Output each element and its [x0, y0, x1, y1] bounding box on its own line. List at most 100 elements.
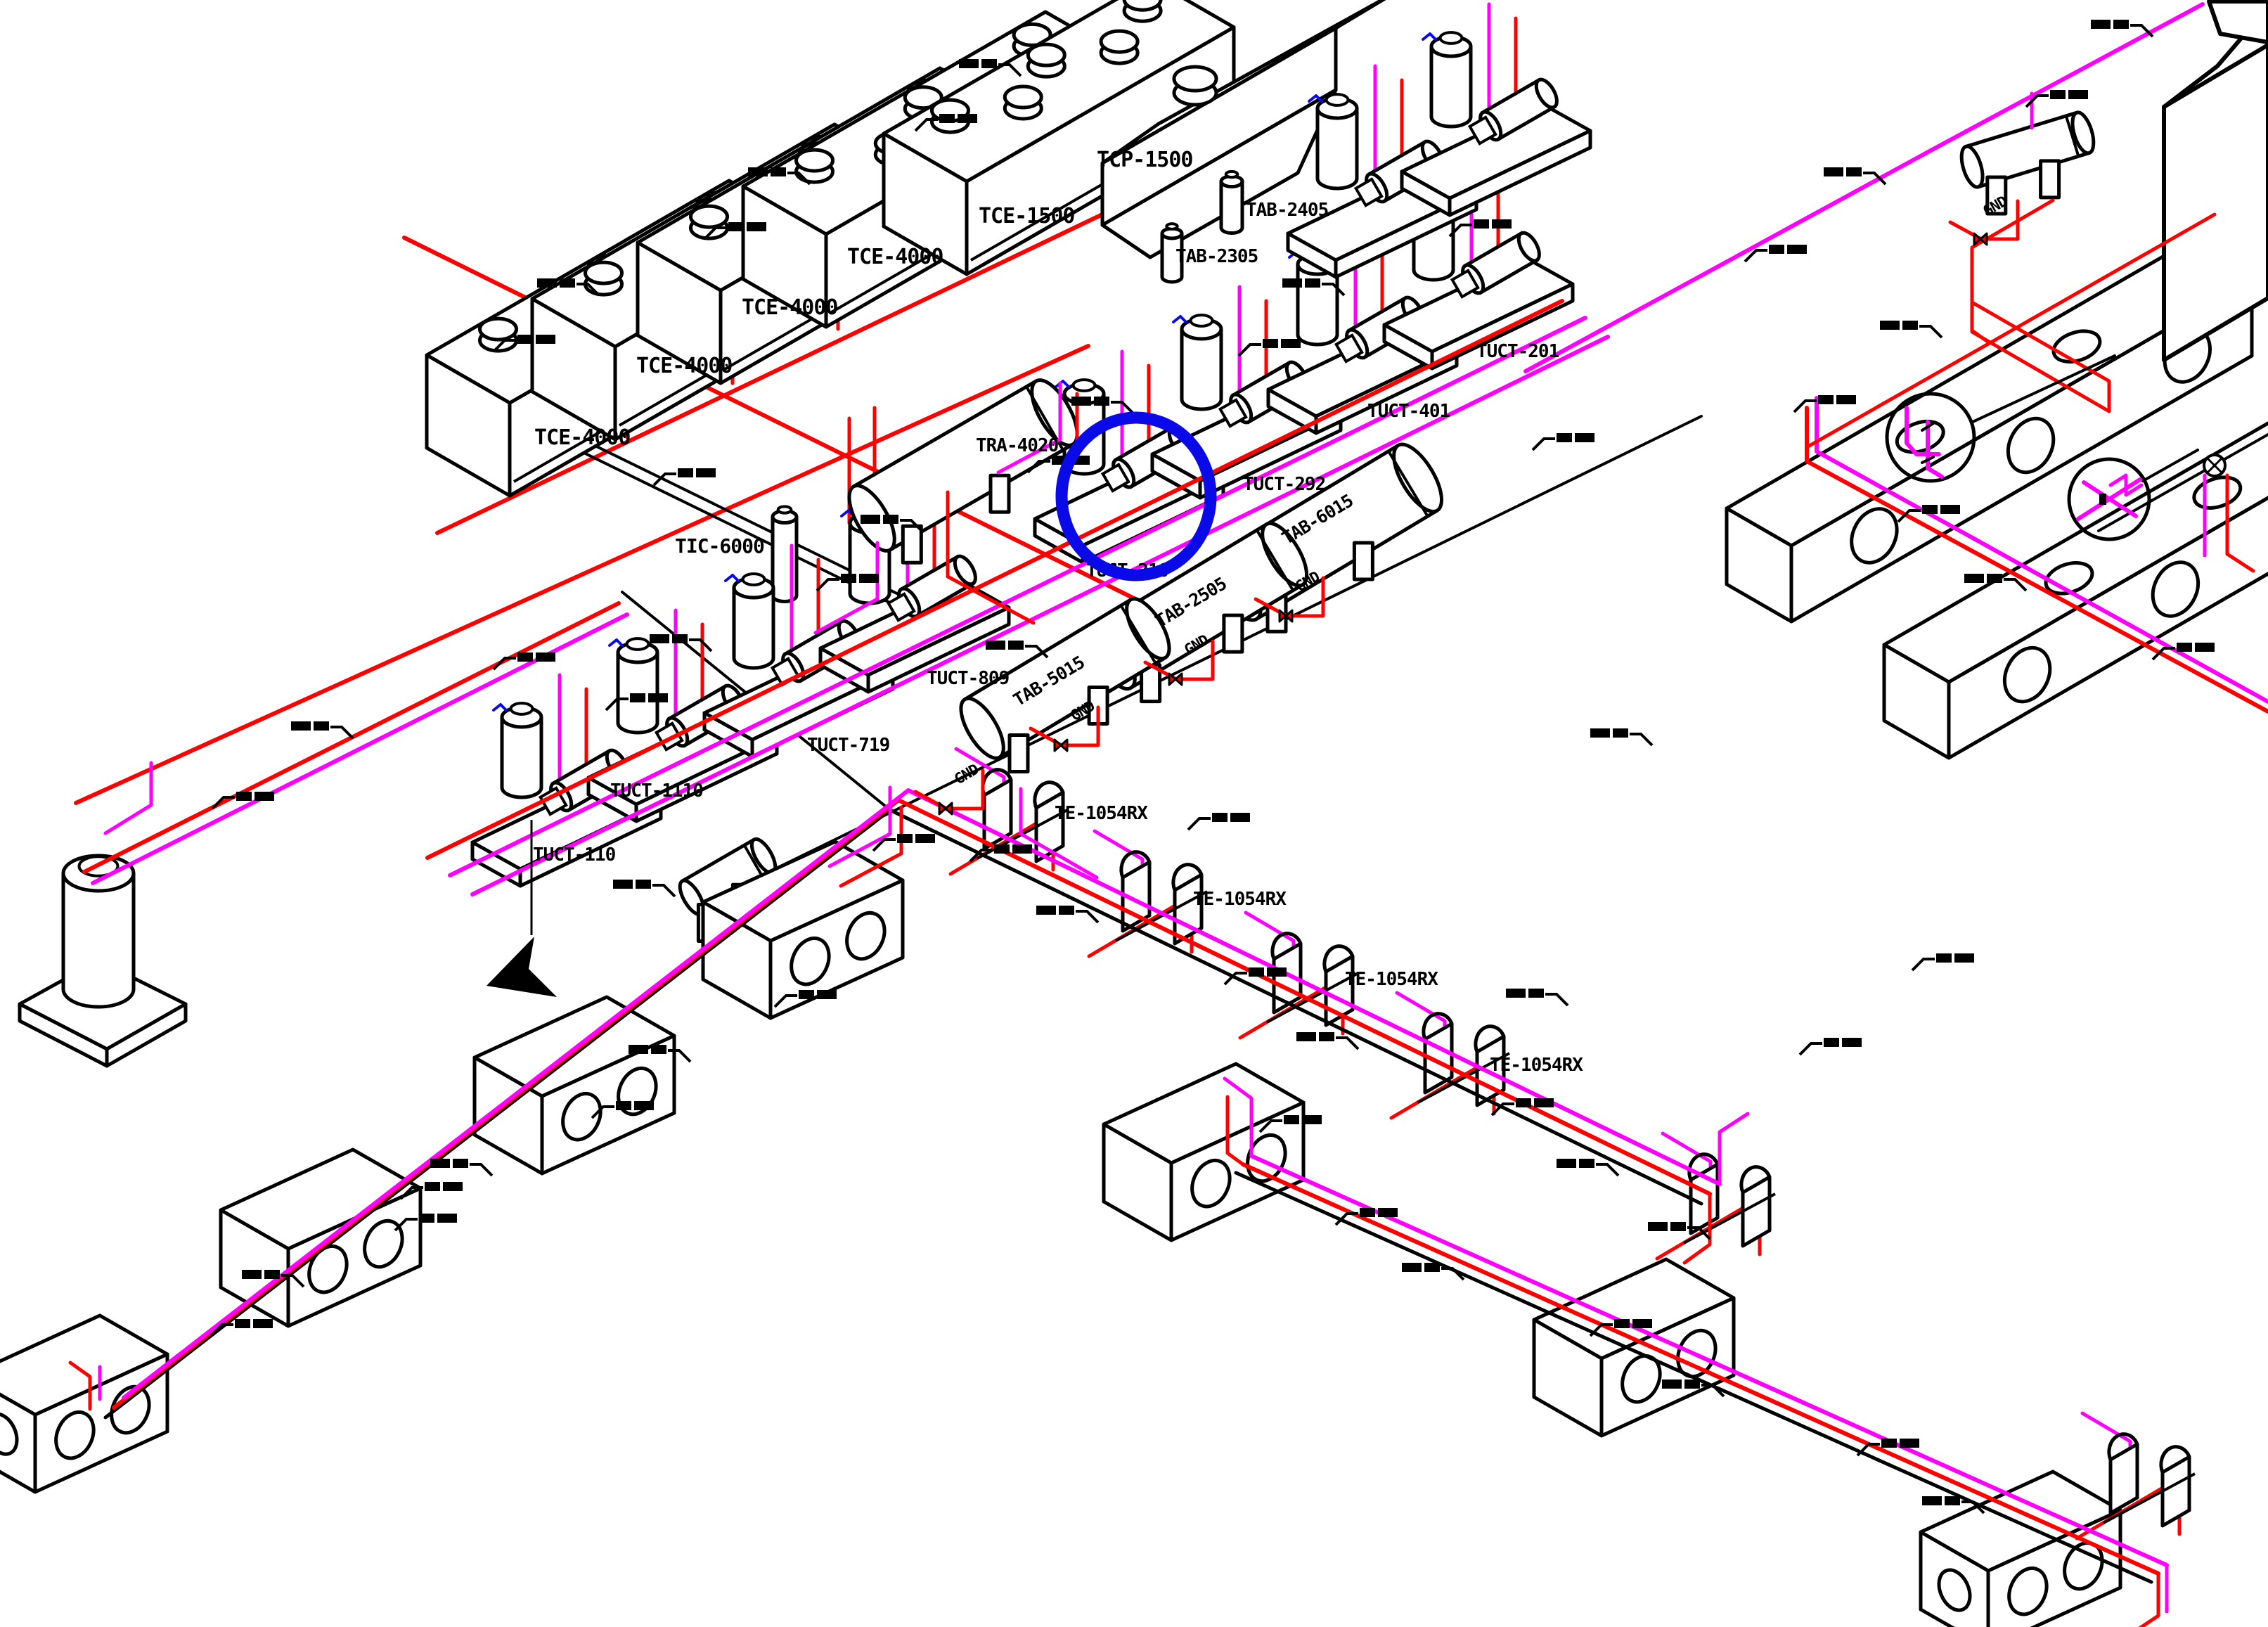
size-text-block [859, 574, 879, 583]
gnd-pipe [1029, 705, 1100, 747]
duct-port [363, 1218, 404, 1269]
north-arrow-solid [487, 937, 557, 997]
size-text-block [672, 634, 688, 643]
drum-fill [965, 600, 1166, 757]
equipment-tag-label: TCE-4000 [847, 245, 943, 269]
leader-line [492, 657, 516, 671]
size-text-block [1012, 844, 1032, 854]
size-annotation [1793, 395, 1856, 413]
size-text-block [748, 167, 768, 176]
size-annotations-layer [210, 20, 2215, 1515]
red-pipe [1970, 300, 2111, 413]
equipment-tag-label: TAB-2405 [1246, 200, 1328, 221]
skid-base-side [866, 605, 1011, 694]
duct-block [0, 1313, 169, 1494]
size-text-block [994, 844, 1010, 854]
size-annotation [2151, 643, 2215, 661]
gnd-valve [1053, 738, 1069, 752]
size-annotation [242, 1270, 305, 1288]
pump-skid [470, 673, 663, 888]
size-annotation [291, 721, 354, 740]
leader-line [492, 339, 516, 353]
size-text-block [634, 1101, 654, 1110]
te-arc [2107, 1432, 2139, 1460]
red-pipe [112, 798, 1712, 1410]
header-port [2151, 560, 2201, 618]
drum-leg [1087, 686, 1109, 726]
duct-top [0, 1313, 169, 1417]
size-annotation [1187, 813, 1250, 831]
leader-line [816, 578, 839, 592]
detail-valve [1921, 422, 1935, 432]
drum-seam [2064, 115, 2080, 157]
grounding-station [913, 769, 985, 816]
heat-exchanger-unit [1238, 911, 1359, 1040]
size-annotation [1036, 906, 1100, 924]
instrument-mark [1172, 315, 1187, 323]
size-text-block [2068, 90, 2088, 99]
gnd-pipe [1254, 576, 1325, 618]
size-text-block [1492, 219, 1512, 229]
pump-motor [886, 554, 977, 622]
pump-canister [1315, 108, 1359, 191]
red-pipe [1805, 341, 1992, 449]
hopper-cone [1100, 88, 1338, 259]
vessel-shell [1219, 181, 1244, 235]
drum-seam [1119, 605, 1157, 664]
size-annotation [1334, 1208, 1398, 1226]
size-text-block [253, 1319, 273, 1328]
size-text-block [636, 880, 651, 889]
coupling [1450, 269, 1480, 299]
red-pipe [2138, 1571, 2160, 1627]
te-arc [1119, 850, 1152, 878]
size-text-block [1846, 167, 1862, 176]
tank-end-face [530, 297, 617, 442]
te-arc [1270, 932, 1303, 960]
size-text-block [883, 515, 898, 524]
tank-end-face [882, 131, 969, 276]
size-text-block [1684, 1380, 1700, 1389]
size-text-block [1954, 953, 1974, 963]
heat-exchanger-unit [2075, 1411, 2196, 1541]
size-annotation [1590, 728, 1654, 747]
leader-line [1596, 1163, 1620, 1177]
duct-block [1532, 1257, 1736, 1438]
building-face [2207, 0, 2268, 44]
tank-nozzle-rim [794, 148, 835, 173]
canister-nozzle [1189, 314, 1214, 328]
size-annotation [1490, 1098, 1554, 1117]
red-pipe [946, 490, 1036, 625]
size-text-block [747, 222, 766, 231]
size-text-block [254, 792, 274, 801]
duct-port [0, 1412, 19, 1456]
equipment-tag-label: TCE-1500 [979, 204, 1075, 229]
size-annotation [591, 1101, 654, 1119]
size-text-block [799, 990, 814, 999]
size-annotation [492, 335, 555, 353]
leader-line [1744, 249, 1767, 263]
gnd-pipe [913, 769, 985, 811]
size-text-block [419, 1214, 434, 1223]
size-text-block [1557, 1159, 1576, 1168]
coupling [1334, 333, 1364, 364]
size-text-block [1818, 395, 1834, 404]
leader-line [591, 1105, 614, 1119]
size-text-block [1281, 339, 1301, 348]
size-text-block [1008, 641, 1024, 650]
duct-block [1919, 1470, 2122, 1627]
size-annotation [492, 652, 555, 671]
equipment-tag-label: TRA-4020 [976, 435, 1059, 456]
size-annotation [703, 222, 766, 240]
grounding-station [1029, 705, 1100, 752]
magenta-pipe [103, 761, 153, 835]
hopper-tank [1100, 0, 1386, 259]
canister-nozzle [1438, 31, 1464, 45]
header-end [1882, 643, 1951, 760]
equipment-tag-label: GND [952, 761, 982, 787]
tank-nozzle-rim [584, 260, 624, 285]
leader-line [1798, 1042, 1822, 1056]
building [2162, 43, 2268, 362]
leader-line [914, 118, 938, 132]
size-text-block [425, 1182, 440, 1191]
coupling [1467, 115, 1497, 146]
